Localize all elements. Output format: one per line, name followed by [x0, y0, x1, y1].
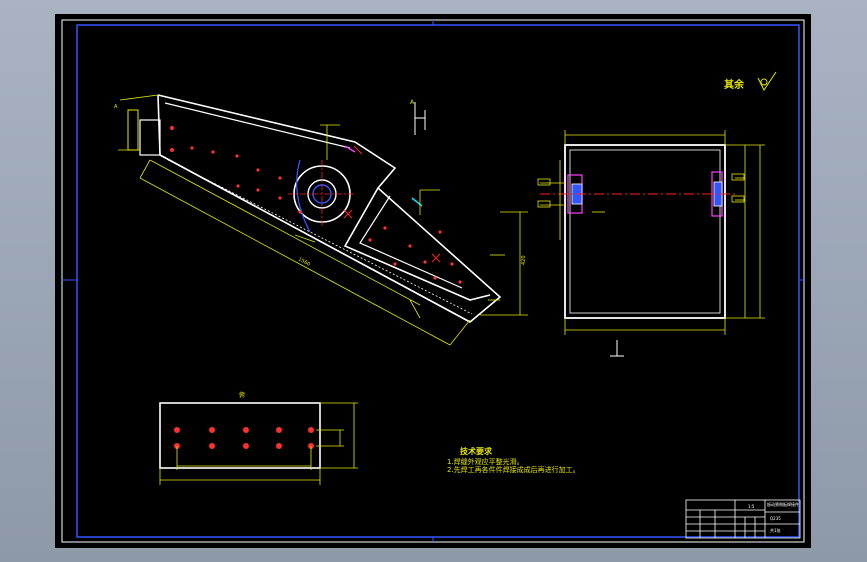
plate-outline: [157, 94, 502, 323]
side-view-frame: [564, 144, 726, 319]
main-inclined-view: 1560 420 A A: [114, 94, 528, 346]
svg-text:Q235: Q235: [770, 516, 781, 521]
drawing-sheet: [55, 14, 811, 548]
svg-text:振动筛侧板焊接件: 振动筛侧板焊接件: [767, 501, 799, 507]
svg-text:A: A: [410, 99, 415, 106]
roughness-note: 其余: [724, 78, 745, 91]
roughness-symbol: [757, 71, 777, 91]
title-block-text: 振动筛侧板焊接件 Q235 共1张 1:5: [748, 501, 799, 533]
weld-marks: [343, 145, 441, 263]
hole-pattern-main: [170, 126, 462, 284]
svg-text:共1张: 共1张: [770, 527, 781, 533]
svg-text:1560: 1560: [297, 256, 311, 267]
frame-ticks: [62, 20, 804, 542]
view-marker: [610, 340, 624, 357]
svg-text:1.焊缝外观应平整光滑。: 1.焊缝外观应平整光滑。: [447, 457, 524, 466]
hole-pattern-plate: [174, 427, 314, 449]
svg-text:技术要求: 技术要求: [460, 446, 493, 456]
dimensions-plate: [159, 402, 358, 485]
title-block: [685, 499, 801, 539]
svg-text:420: 420: [521, 255, 527, 265]
svg-text:2.先焊工再各件件焊接成成后再进行加工。: 2.先焊工再各件件焊接成成后再进行加工。: [447, 465, 580, 474]
side-view: [537, 130, 765, 357]
dimensions-main: [118, 94, 528, 346]
plate-outline: [159, 402, 321, 469]
plate-view: 俯: [159, 391, 358, 485]
section-a-marker: [414, 102, 426, 135]
tech-requirements: 技术要求 1.焊缝外观应平整光滑。 2.先焊工再各件件焊接成成后再进行加工。: [447, 446, 580, 474]
inner-frame: [76, 24, 800, 538]
svg-text:俯: 俯: [239, 391, 245, 399]
svg-text:A: A: [114, 104, 118, 110]
dimensions-side: [540, 130, 765, 335]
svg-text:1:5: 1:5: [748, 504, 755, 509]
